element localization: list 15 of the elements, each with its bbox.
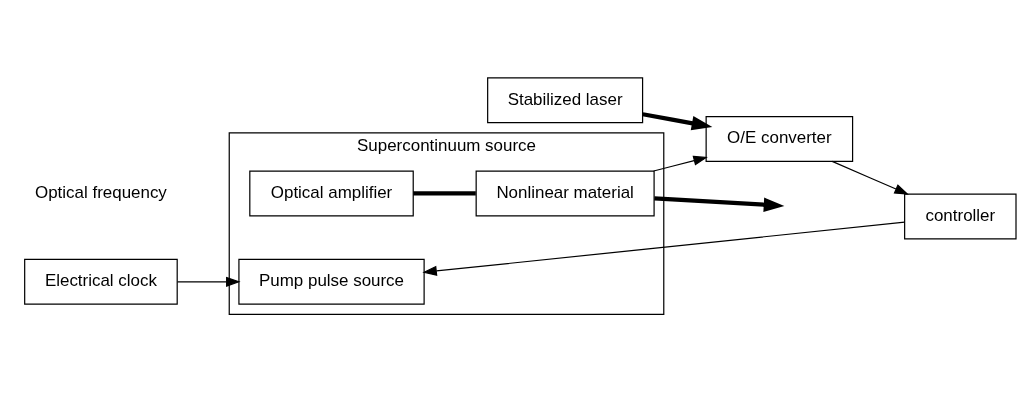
label: Optical frequency [34,182,167,202]
node-box: Stabilized laser [486,76,643,123]
node-box: Pump pulse source [237,258,425,305]
node-box: controller [903,192,1017,239]
arrow [653,195,784,212]
node-box: Electrical clock [23,258,178,305]
connector [412,190,476,196]
arrow [641,111,712,130]
arrow [831,160,909,195]
node-box: Nonlinear material [475,169,655,216]
arrow [176,276,241,287]
node-box: Optical amplifier [248,169,414,216]
arrow [652,155,708,172]
arrow [421,221,905,276]
node-box: O/E converter [705,115,853,162]
